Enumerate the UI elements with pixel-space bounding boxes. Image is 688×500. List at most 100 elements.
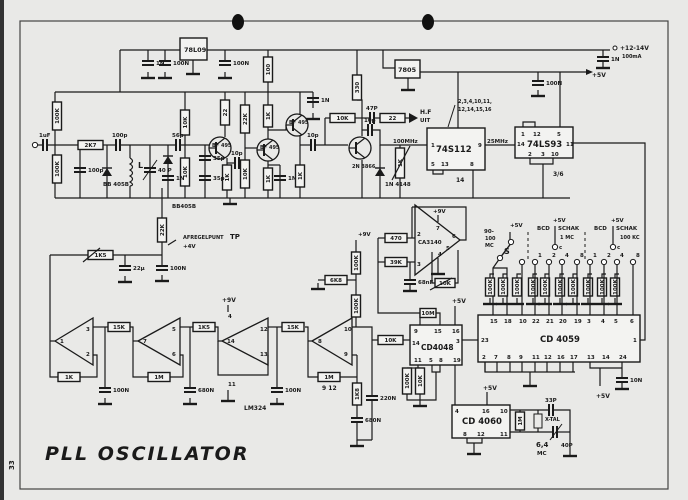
annotation-plus5v-e: +5V xyxy=(596,393,610,400)
annotation-step-2: 100 KC xyxy=(620,235,640,241)
resistor xyxy=(281,321,305,333)
resistor xyxy=(219,99,231,126)
wire xyxy=(352,326,373,395)
ic-pin-number: 5 xyxy=(431,162,435,168)
ic-pin-number: 12 xyxy=(544,355,552,361)
annotation-hf-out-2: UIT xyxy=(420,118,431,124)
opamp-pin: 3 xyxy=(86,327,90,333)
resistor xyxy=(51,101,63,131)
resistor xyxy=(351,74,363,101)
bcd-terminal xyxy=(518,258,526,266)
ic-pin-number: 11 xyxy=(500,432,508,438)
wire xyxy=(215,150,226,159)
wire xyxy=(292,127,303,136)
resistor-value: 100K xyxy=(515,278,521,294)
annotation-sw-range-2: 100 xyxy=(485,236,496,242)
capacitor-value: 40 P xyxy=(158,168,172,174)
ic-pin-number: 12 xyxy=(477,432,485,438)
wire xyxy=(455,250,459,284)
opamp-pin: 12 xyxy=(260,327,268,333)
capacitor-value: 100N xyxy=(170,266,186,272)
resistor xyxy=(262,104,274,128)
wire xyxy=(292,114,303,123)
ic-pin-number: 18 xyxy=(504,319,512,325)
ic-pin-number: 9 xyxy=(414,329,418,335)
opamp-lm324 xyxy=(310,316,353,367)
ic-pin-number: 13 xyxy=(441,162,449,168)
annotation-sw-range-3: MC xyxy=(485,243,494,249)
ic-pin-number: 24 xyxy=(619,355,627,361)
bcd-terminal xyxy=(558,258,566,266)
ic-pin-number: 13 xyxy=(587,355,595,361)
resistor xyxy=(156,217,168,243)
annotation-freq-25: 25MHz xyxy=(487,139,508,145)
resistor xyxy=(377,334,404,346)
resistor xyxy=(317,371,341,383)
ic-pin-number: 15 xyxy=(490,319,498,325)
resistor xyxy=(192,321,216,333)
resistor-value: 1K5 xyxy=(198,325,210,331)
resistor xyxy=(239,159,251,189)
bcd-terminal xyxy=(545,258,553,266)
punch-hole xyxy=(232,14,244,30)
ic-pin-number: 14 xyxy=(602,355,610,361)
annotation-plus5v-b: +5V xyxy=(510,223,523,229)
capacitor-value: 680N xyxy=(365,418,381,424)
wire xyxy=(544,273,549,278)
ic-pin-number: 3 xyxy=(541,152,545,158)
transistor-label: BF 495 xyxy=(289,120,309,126)
terminal xyxy=(507,238,515,246)
ic-pin-number: 8 xyxy=(507,355,511,361)
ic-pin-number: 4 xyxy=(601,319,605,325)
resistor-value: 10K xyxy=(385,338,398,344)
annotation-schak-2: SCHAK xyxy=(616,226,638,232)
ic-pin-number: 16 xyxy=(452,329,460,335)
annotation-pm: 9 12 xyxy=(322,385,337,392)
inductor-coil xyxy=(128,157,134,187)
inductor-label: L xyxy=(138,161,143,170)
ic-pin-number: 22 xyxy=(532,319,540,325)
ic-pin-number: 5 xyxy=(429,358,433,364)
annotation-plus9v-c: +9V xyxy=(433,209,446,215)
resistor-value: 6K8 xyxy=(330,278,342,284)
resistor xyxy=(179,109,191,136)
opamp-pin: 4 xyxy=(228,314,232,320)
ic-pin-number: 4 xyxy=(455,409,459,415)
annotation-supply-in: +12-14V xyxy=(620,45,649,52)
annotation-tp: TP xyxy=(230,233,240,241)
annotation-pins-nc-1: 2,3,4,10,11, xyxy=(458,99,492,105)
resistor-value: 10M xyxy=(421,311,434,317)
ic-0 xyxy=(426,127,486,171)
resistor xyxy=(384,232,408,244)
ic-pin-number: 23 xyxy=(481,338,489,344)
ic-pin-number: 16 xyxy=(482,409,490,415)
opamp-pin: 10 xyxy=(344,327,352,333)
ic-pin-number: 11 xyxy=(414,358,422,364)
regulator-7805 xyxy=(394,59,421,79)
opamp-pin: 13 xyxy=(260,352,268,358)
capacitor-value: 100p xyxy=(112,133,127,139)
resistor-value: 100K xyxy=(354,254,360,270)
transistor-label: BF 495 xyxy=(212,143,232,149)
ic-pin-number: 2 xyxy=(482,355,486,361)
ic-pin-number: 21 xyxy=(546,319,554,325)
resistor-value: 100K xyxy=(571,278,577,294)
ic-pin-number: 8 xyxy=(439,358,443,364)
wire xyxy=(489,273,494,278)
regulator-78l09 xyxy=(179,37,208,61)
wire xyxy=(436,312,441,325)
opamp-label: CA3140 xyxy=(418,240,442,246)
opamp-pin: 6 xyxy=(452,234,456,240)
resistor-value: 100 xyxy=(266,64,272,76)
resistor xyxy=(324,274,348,286)
resistor-value: 1K xyxy=(225,173,231,182)
input-terminal xyxy=(31,141,39,149)
ic-4 xyxy=(451,404,511,439)
opamp-pin: 2 xyxy=(417,232,421,238)
punch-hole xyxy=(422,14,434,30)
hf-output-arrow xyxy=(409,113,418,123)
resistor-value: 10K xyxy=(243,167,249,180)
ic-pin-number: 11 xyxy=(532,355,540,361)
terminal xyxy=(551,243,559,251)
opamp-label: LM324 xyxy=(244,405,266,412)
